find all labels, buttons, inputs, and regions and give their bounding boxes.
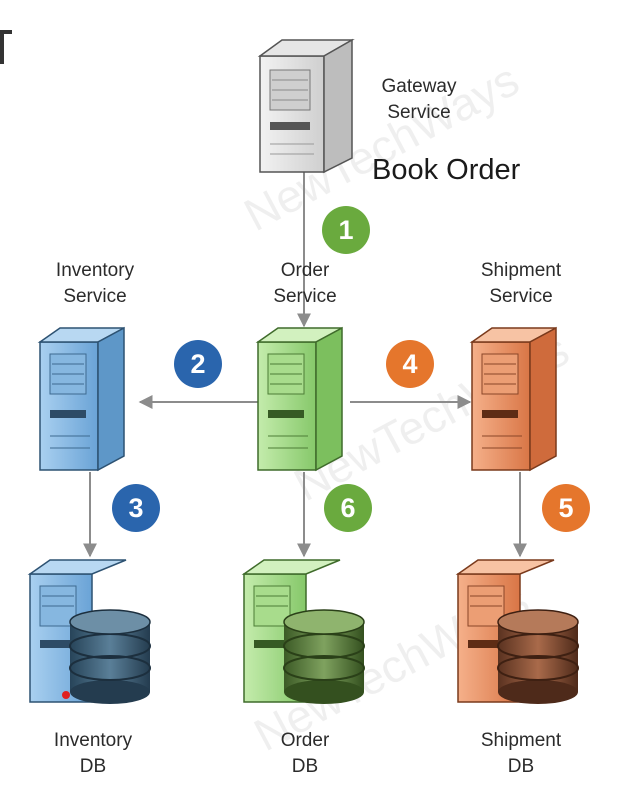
gateway-label-line1: Gateway	[381, 76, 457, 97]
shipment-label-line1: Shipment	[480, 260, 562, 281]
order-service-label: Order Service	[250, 258, 360, 310]
corner-mark	[0, 30, 12, 64]
inventory-db-icon	[27, 559, 151, 704]
shipment-service-label: Shipment Service	[456, 258, 586, 310]
shipment-server-icon	[469, 326, 557, 472]
shipment-db-icon	[455, 559, 579, 704]
step-badge-3: 3	[112, 484, 160, 532]
order-db-line1: Order	[280, 730, 330, 751]
order-db-icon	[241, 559, 365, 704]
gateway-label-line2: Service	[387, 102, 451, 123]
inventory-server-icon	[37, 326, 125, 472]
shipment-label-line2: Service	[489, 286, 553, 307]
shipment-db-line1: Shipment	[480, 730, 562, 751]
step-badge-1: 1	[322, 206, 370, 254]
step-badge-2: 2	[174, 340, 222, 388]
order-label-line1: Order	[280, 260, 330, 281]
gateway-service-label: Gateway Service	[364, 74, 474, 126]
inventory-db-line2: DB	[79, 756, 107, 777]
arrows	[83, 172, 527, 558]
order-label-line2: Service	[273, 286, 337, 307]
step-badge-5: 5	[542, 484, 590, 532]
gateway-server-icon	[257, 38, 355, 174]
shipment-db-line2: DB	[507, 756, 535, 777]
inventory-service-label: Inventory Service	[30, 258, 160, 310]
inventory-label-line2: Service	[63, 286, 127, 307]
inventory-db-label: Inventory DB	[28, 728, 158, 780]
inventory-label-line1: Inventory	[55, 260, 135, 281]
order-db-line2: DB	[291, 756, 319, 777]
diagram-title: Book Order	[372, 154, 521, 186]
step-badge-4: 4	[386, 340, 434, 388]
step-badge-6: 6	[324, 484, 372, 532]
inventory-db-line1: Inventory	[53, 730, 133, 751]
shipment-db-label: Shipment DB	[456, 728, 586, 780]
order-db-label: Order DB	[250, 728, 360, 780]
order-server-icon	[255, 326, 343, 472]
